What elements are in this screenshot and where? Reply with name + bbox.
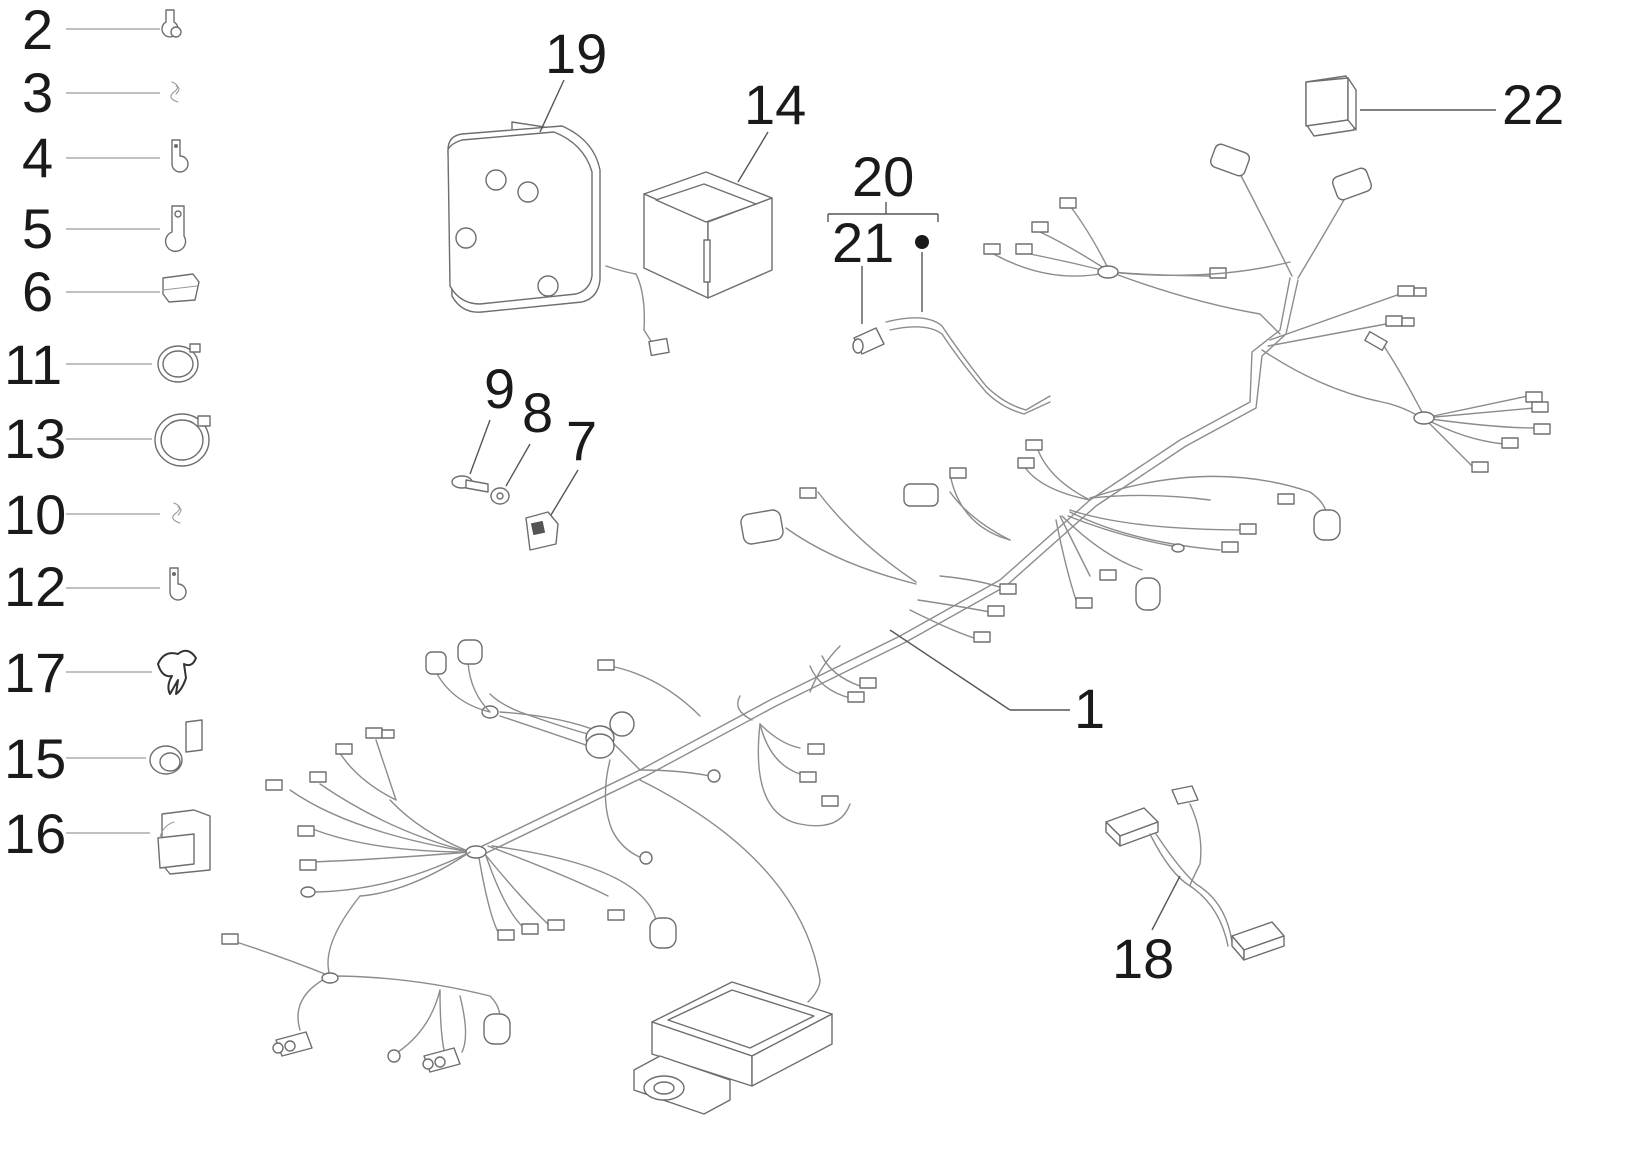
callout-20: 20 [852, 145, 914, 208]
adapter-harness-18-part [1105, 785, 1285, 961]
module-22-part [1305, 75, 1357, 137]
clip-2-part [161, 9, 182, 38]
bracket-20 [827, 202, 939, 222]
callout-22: 22 [1502, 73, 1564, 136]
leader-8 [505, 443, 531, 487]
p-clip-5-part [164, 205, 187, 253]
callout-11: 11 [4, 333, 62, 396]
callout-15: 15 [4, 727, 66, 790]
screw-9-part [451, 475, 489, 493]
p-clip-12-part [169, 567, 187, 601]
callout-2: 2 [22, 0, 53, 61]
callout-13: 13 [4, 407, 66, 470]
leader-1 [889, 629, 1011, 711]
leader-14 [737, 131, 769, 183]
callout-19: 19 [545, 22, 607, 85]
callout-21: 21 [832, 211, 894, 274]
relay-7-part [525, 511, 559, 551]
leader-9 [469, 419, 491, 475]
bullet-dot [915, 235, 929, 249]
leader-19 [539, 79, 565, 133]
holder-16-part [157, 809, 211, 875]
control-unit-part [633, 981, 833, 1115]
harness-clip-17-part [157, 649, 197, 695]
callout-12: 12 [4, 555, 66, 618]
callout-17: 17 [4, 641, 66, 704]
callout-4: 4 [22, 126, 53, 189]
spring-clip-10-part [172, 502, 182, 524]
callout-18: 18 [1112, 927, 1174, 990]
spring-clip-3-part [170, 81, 180, 103]
box-14-part [643, 171, 773, 299]
leader-7 [547, 469, 579, 521]
main-harness-1-part [221, 143, 1551, 1073]
left-parts-column: 2 3 4 5 6 11 [4, 0, 211, 875]
sensor-20-21-part [852, 317, 1051, 415]
callout-6: 6 [22, 260, 53, 323]
callout-1: 1 [1074, 677, 1105, 740]
hose-clamp-11-part [157, 343, 201, 383]
regulator-19-part [447, 121, 670, 357]
p-clip-4-part [171, 139, 189, 173]
leader-18 [1151, 875, 1181, 931]
callout-9: 9 [484, 357, 515, 420]
callout-8: 8 [522, 381, 553, 444]
callout-7: 7 [566, 409, 597, 472]
callout-3: 3 [22, 61, 53, 124]
callout-14: 14 [744, 73, 806, 136]
clamp-bracket-15-part [149, 719, 203, 775]
callout-5: 5 [22, 197, 53, 260]
callout-16: 16 [4, 802, 66, 865]
callout-10: 10 [4, 483, 66, 546]
cable-tie-6-part [162, 273, 200, 303]
hose-clamp-13-part [154, 413, 211, 467]
washer-8-part [490, 487, 510, 505]
